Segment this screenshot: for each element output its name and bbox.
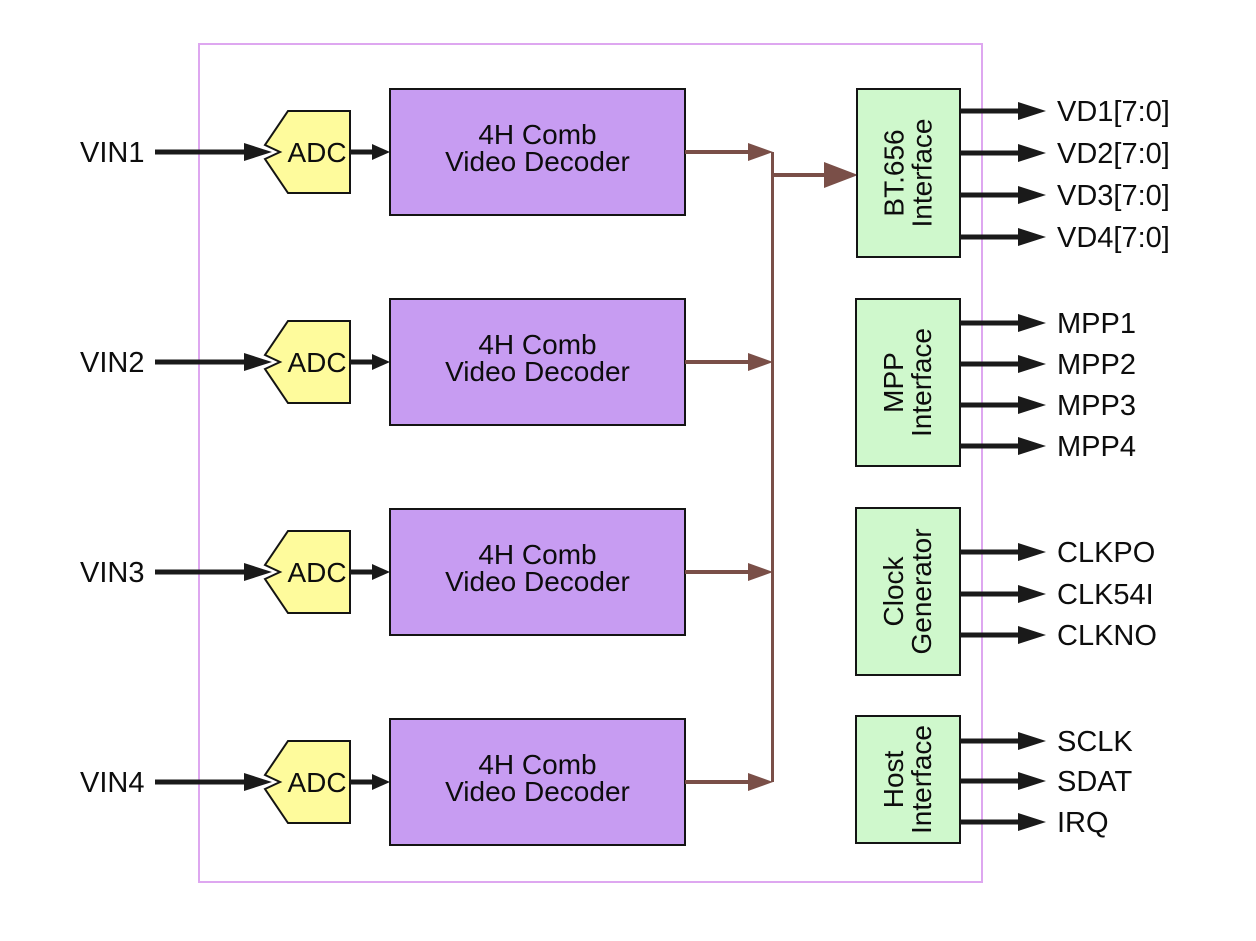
decoder-label-line1: 4H Comb — [478, 329, 596, 360]
host-interface-label-line2: Interface — [906, 725, 937, 834]
decoder-label-line2: Video Decoder — [445, 566, 630, 597]
decoder-label-line2: Video Decoder — [445, 776, 630, 807]
decoder-box — [389, 508, 686, 636]
adc-shape — [263, 320, 351, 404]
decoder-label-line2: Video Decoder — [445, 146, 630, 177]
output-pin-label: CLKNO — [1057, 620, 1157, 652]
output-arrowhead — [1018, 314, 1046, 332]
output-pin-label: MPP1 — [1057, 308, 1136, 340]
clock-generator-label-line2: Generator — [906, 528, 937, 654]
video-channel-2: VIN2 ADC 4H Comb Video Decoder — [80, 298, 773, 426]
output-arrowhead — [1018, 813, 1046, 831]
adc-shape — [263, 110, 351, 194]
decoder-output-arrowhead — [748, 353, 773, 371]
adc-output-arrowhead — [372, 144, 390, 160]
output-arrowhead — [1018, 626, 1046, 644]
output-arrowhead — [1018, 437, 1046, 455]
decoder-label-line1: 4H Comb — [478, 749, 596, 780]
decoder-label-line2: Video Decoder — [445, 356, 630, 387]
output-pin-label: MPP2 — [1057, 349, 1136, 381]
output-arrowhead — [1018, 585, 1046, 603]
output-pin-label: VD1[7:0] — [1057, 96, 1170, 128]
decoder-label-line1: 4H Comb — [478, 539, 596, 570]
output-arrowhead — [1018, 543, 1046, 561]
mpp-interface-label-line2: Interface — [906, 328, 937, 437]
decoder-label-line1: 4H Comb — [478, 119, 596, 150]
input-arrowhead — [244, 773, 272, 791]
clock-generator-box — [855, 507, 961, 676]
bt656-interface-label-line1: BT.656 — [879, 129, 910, 216]
output-arrowhead — [1018, 355, 1046, 373]
decoder-box — [389, 298, 686, 426]
output-pin-label: CLKPO — [1057, 537, 1155, 569]
adc-shape — [263, 740, 351, 824]
video-channel-4: VIN4 ADC 4H Comb Video Decoder — [80, 718, 773, 846]
chip-boundary — [198, 43, 983, 883]
bt656-interface: BT.656 Interface VD1[7:0] VD2[7:0] VD3[7… — [856, 88, 1170, 258]
clock-generator-label-line1: Clock — [878, 555, 909, 626]
clock-generator: Clock Generator CLKPO CLK54I CLKNO — [855, 507, 1157, 676]
adc-label: ADC — [287, 767, 346, 798]
output-pin-label: IRQ — [1057, 807, 1109, 839]
output-pin-label: MPP4 — [1057, 431, 1136, 463]
decoder-output-arrowhead — [748, 773, 773, 791]
adc-label: ADC — [287, 557, 346, 588]
adc-output-arrowhead — [372, 354, 390, 370]
output-pin-label: SCLK — [1057, 726, 1133, 758]
adc-output-arrowhead — [372, 774, 390, 790]
output-arrowhead — [1018, 186, 1046, 204]
mpp-interface-label-line1: MPP — [878, 352, 909, 413]
vin-label: VIN1 — [80, 137, 144, 169]
mpp-interface-box — [855, 298, 961, 467]
output-pin-label: VD4[7:0] — [1057, 222, 1170, 254]
input-arrowhead — [244, 143, 272, 161]
output-pin-label: MPP3 — [1057, 390, 1136, 422]
output-pin-label: SDAT — [1057, 766, 1132, 798]
host-interface: Host Interface SCLK SDAT IRQ — [855, 715, 1133, 844]
output-arrowhead — [1018, 228, 1046, 246]
adc-output-arrowhead — [372, 564, 390, 580]
vin-label: VIN3 — [80, 557, 144, 589]
host-interface-box — [855, 715, 961, 844]
bt656-interface-label-line2: Interface — [907, 119, 938, 228]
input-arrowhead — [244, 353, 272, 371]
host-interface-label-line1: Host — [878, 750, 909, 808]
input-arrowhead — [244, 563, 272, 581]
video-channel-1: VIN1 ADC 4H Comb Video Decoder — [80, 88, 773, 216]
vin-label: VIN4 — [80, 767, 144, 799]
vin-label: VIN2 — [80, 347, 144, 379]
decoder-box — [389, 718, 686, 846]
output-arrowhead — [1018, 772, 1046, 790]
output-arrowhead — [1018, 144, 1046, 162]
output-pin-label: VD2[7:0] — [1057, 138, 1170, 170]
output-pin-label: VD3[7:0] — [1057, 180, 1170, 212]
output-arrowhead — [1018, 396, 1046, 414]
bt656-interface-box — [856, 88, 961, 258]
bus-to-bt656-arrowhead — [824, 162, 858, 188]
output-pin-label: CLK54I — [1057, 579, 1154, 611]
mpp-interface: MPP Interface MPP1 MPP2 MPP3 MPP4 — [855, 298, 1136, 467]
video-channel-3: VIN3 ADC 4H Comb Video Decoder — [80, 508, 773, 636]
adc-shape — [263, 530, 351, 614]
output-arrowhead — [1018, 102, 1046, 120]
decoder-output-arrowhead — [748, 143, 773, 161]
adc-label: ADC — [287, 137, 346, 168]
adc-label: ADC — [287, 347, 346, 378]
decoder-output-arrowhead — [748, 563, 773, 581]
output-arrowhead — [1018, 732, 1046, 750]
